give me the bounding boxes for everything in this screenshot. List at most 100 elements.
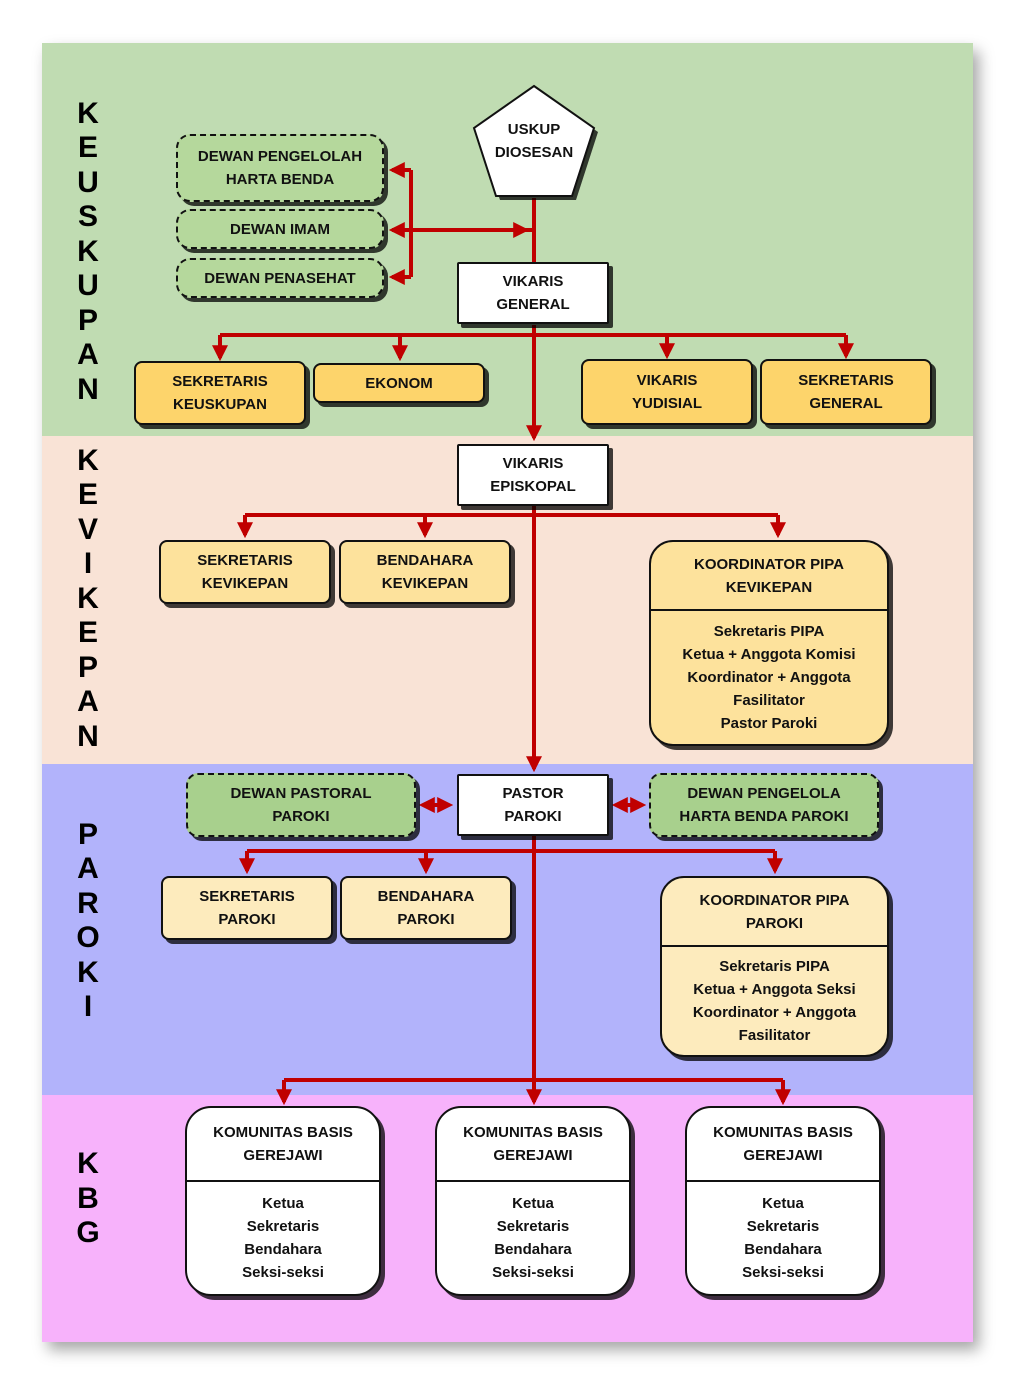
kbg-title-line-2: GEREJAWI — [243, 1147, 323, 1164]
koordinator-pipa-kevikepan-panel: KOORDINATOR PIPA KEVIKEPAN Sekretaris PI… — [649, 540, 889, 746]
dewan-imam-box: DEWAN IMAM — [176, 209, 384, 249]
sekretaris-paroki-line-2: PAROKI — [218, 911, 276, 928]
bendahara-kevikepan-box: BENDAHARA KEVIKEPAN — [339, 540, 511, 604]
section-label-letter: P — [77, 650, 98, 684]
koordinator-kevikepan-item: Fasilitator — [733, 692, 805, 709]
kbg-member: Ketua — [262, 1195, 304, 1212]
koordinator-paroki-item: Fasilitator — [738, 1027, 811, 1044]
kbg-title-line-1: KOMUNITAS BASIS — [463, 1124, 603, 1141]
section-label-letter: A — [77, 685, 99, 719]
sekretaris-paroki-line-1: SEKRETARIS — [199, 888, 295, 905]
vikaris-general-line-1: VIKARIS — [502, 273, 564, 290]
koordinator-pipa-kevikepan-members: Sekretaris PIPA Ketua + Anggota Komisi K… — [651, 611, 887, 744]
kbg-unit-panel: KOMUNITAS BASIS GEREJAWI Ketua Sekretari… — [435, 1106, 631, 1296]
dewan-pengelola-line-1: DEWAN PENGELOLA — [687, 785, 841, 802]
section-label-letter: G — [76, 1216, 100, 1250]
section-label-letter: I — [83, 990, 93, 1023]
uskup-line-2: DIOSESAN — [495, 144, 573, 161]
koordinator-kevikepan-title-2: KEVIKEPAN — [725, 578, 813, 596]
sekretaris-keuskupan-line-2: KEUSKUPAN — [173, 396, 267, 413]
kbg-member: Sekretaris — [496, 1218, 570, 1235]
section-label-letter: A — [77, 852, 99, 885]
vikaris-episkopal-box: VIKARIS EPISKOPAL — [457, 444, 609, 506]
kbg-unit-title: KOMUNITAS BASIS GEREJAWI — [437, 1108, 629, 1182]
sekretaris-kevikepan-line-2: KEVIKEPAN — [201, 575, 289, 592]
kbg-member: Bendahara — [494, 1241, 572, 1258]
sekretaris-general-line-1: SEKRETARIS — [798, 372, 894, 389]
dewan-pastoral-line-1: DEWAN PASTORAL — [230, 785, 372, 802]
sekretaris-general-box: SEKRETARIS GENERAL — [760, 359, 932, 425]
section-label-letter: K — [77, 234, 99, 268]
kbg-title-line-1: KOMUNITAS BASIS — [713, 1124, 853, 1141]
dewan-pastoral-line-2: PAROKI — [272, 808, 330, 825]
ekonom-box: EKONOM — [313, 363, 485, 403]
kbg-unit-panel: KOMUNITAS BASIS GEREJAWI Ketua Sekretari… — [185, 1106, 381, 1296]
vikaris-yudisial-box: VIKARIS YUDISIAL — [581, 359, 753, 425]
uskup-diosesan-node: USKUP DIOSESAN — [472, 84, 598, 200]
sekretaris-paroki-box: SEKRETARIS PAROKI — [161, 876, 333, 940]
kbg-title-line-2: GEREJAWI — [743, 1147, 823, 1164]
koordinator-pipa-kevikepan-title: KOORDINATOR PIPA KEVIKEPAN — [651, 542, 887, 611]
dewan-pengelolah-box: DEWAN PENGELOLAH HARTA BENDA — [176, 134, 384, 202]
section-label-letter: K — [77, 443, 99, 477]
kbg-unit-members: Ketua Sekretaris Bendahara Seksi-seksi — [687, 1182, 879, 1294]
uskup-line-1: USKUP — [508, 121, 561, 138]
bendahara-paroki-line-2: PAROKI — [397, 911, 455, 928]
vikaris-episkopal-line-2: EPISKOPAL — [490, 478, 576, 495]
koordinator-kevikepan-item: Sekretaris PIPA — [713, 623, 825, 640]
section-label-letter: K — [77, 1147, 99, 1181]
section-label-letter: N — [77, 719, 99, 753]
dewan-pengelola-line-2: HARTA BENDA PAROKI — [679, 808, 849, 825]
section-label-letter: O — [76, 921, 100, 954]
koordinator-kevikepan-item: Ketua + Anggota Komisi — [682, 646, 856, 663]
vikaris-general-line-2: GENERAL — [496, 296, 570, 313]
bendahara-paroki-box: BENDAHARA PAROKI — [340, 876, 512, 940]
koordinator-paroki-item: Koordinator + Anggota — [692, 1004, 857, 1021]
koordinator-kevikepan-item: Koordinator + Anggota — [687, 669, 851, 686]
section-label-letter: E — [77, 131, 98, 165]
sekretaris-keuskupan-line-1: SEKRETARIS — [172, 373, 268, 390]
kbg-member: Seksi-seksi — [242, 1264, 324, 1281]
kbg-member: Ketua — [512, 1195, 554, 1212]
kbg-unit-panel: KOMUNITAS BASIS GEREJAWI Ketua Sekretari… — [685, 1106, 881, 1296]
vikaris-episkopal-line-1: VIKARIS — [502, 455, 564, 472]
bendahara-kevikepan-line-2: KEVIKEPAN — [381, 575, 469, 592]
sekretaris-keuskupan-box: SEKRETARIS KEUSKUPAN — [134, 361, 306, 425]
koordinator-paroki-title-2: PAROKI — [745, 914, 804, 932]
kbg-unit-title: KOMUNITAS BASIS GEREJAWI — [187, 1108, 379, 1182]
kbg-member: Ketua — [762, 1195, 804, 1212]
kbg-member: Sekretaris — [746, 1218, 820, 1235]
kbg-unit-title: KOMUNITAS BASIS GEREJAWI — [687, 1108, 879, 1182]
section-label-letter: I — [83, 547, 93, 581]
dewan-penasehat-label: DEWAN PENASEHAT — [204, 269, 356, 287]
kbg-title-line-1: KOMUNITAS BASIS — [213, 1124, 353, 1141]
section-label-letter: K — [77, 96, 99, 130]
dewan-imam-label: DEWAN IMAM — [230, 220, 330, 238]
vikaris-yudisial-line-2: YUDISIAL — [631, 395, 702, 412]
kbg-unit-members: Ketua Sekretaris Bendahara Seksi-seksi — [187, 1182, 379, 1294]
dewan-pastoral-paroki-box: DEWAN PASTORAL PAROKI — [186, 773, 416, 837]
pastor-paroki-box: PASTOR PAROKI — [457, 774, 609, 836]
koordinator-kevikepan-item: Pastor Paroki — [720, 715, 818, 732]
koordinator-pipa-paroki-members: Sekretaris PIPA Ketua + Anggota Seksi Ko… — [662, 947, 887, 1055]
section-label-letter: N — [77, 372, 99, 406]
koordinator-kevikepan-title-1: KOORDINATOR PIPA — [693, 555, 844, 573]
section-label-letter: K — [77, 581, 99, 615]
koordinator-pipa-paroki-panel: KOORDINATOR PIPA PAROKI Sekretaris PIPA … — [660, 876, 889, 1057]
dewan-pengelolah-line-1: DEWAN PENGELOLAH — [197, 148, 363, 165]
section-label-letter: U — [77, 165, 99, 199]
section-label-letter: R — [77, 886, 99, 920]
sekretaris-kevikepan-line-1: SEKRETARIS — [197, 552, 293, 569]
koordinator-pipa-paroki-title: KOORDINATOR PIPA PAROKI — [662, 878, 887, 947]
section-label-letter: K — [77, 955, 99, 989]
section-label-letter: S — [77, 200, 98, 234]
section-label-letter: U — [77, 269, 99, 303]
koordinator-paroki-title-1: KOORDINATOR PIPA — [699, 891, 850, 909]
koordinator-paroki-item: Sekretaris PIPA — [719, 958, 830, 975]
dewan-pengelola-paroki-box: DEWAN PENGELOLA HARTA BENDA PAROKI — [649, 773, 879, 837]
koordinator-paroki-item: Ketua + Anggota Seksi — [693, 981, 856, 998]
